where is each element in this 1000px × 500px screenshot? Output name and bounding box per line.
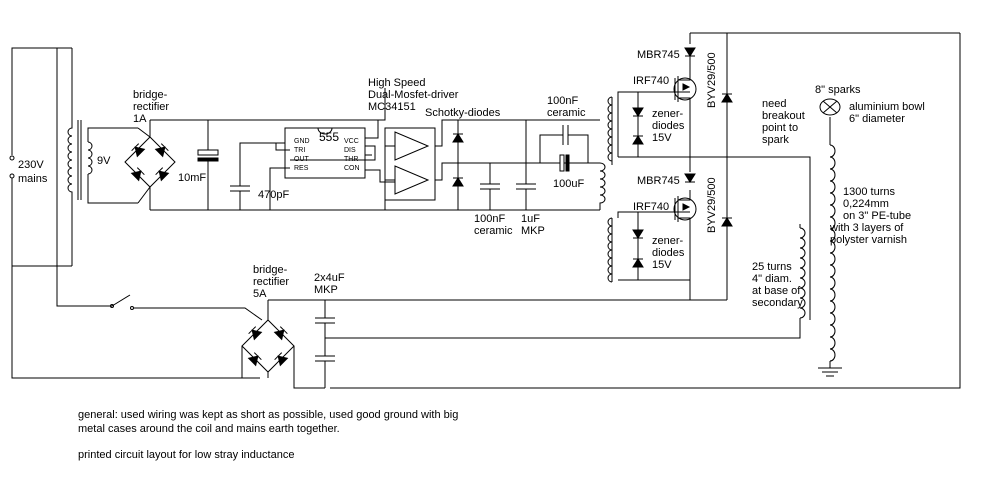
bowl-label-1: aluminium bowl bbox=[849, 101, 925, 113]
tesla-primary-coil bbox=[325, 224, 806, 339]
primary-label-4: secondary bbox=[752, 297, 803, 309]
capacitor-100uf bbox=[540, 154, 600, 172]
bridge1-label-3: 1A bbox=[133, 113, 147, 125]
cap-1uf-label-2: MKP bbox=[521, 225, 545, 237]
primary-label-3: at base of bbox=[752, 285, 801, 297]
caps-2x4uf-label-1: 2x4uF bbox=[314, 272, 345, 284]
timer-555 bbox=[269, 120, 395, 210]
lower-mosfet-stage bbox=[268, 157, 727, 301]
zener-bottom-label-2: diodes bbox=[652, 247, 685, 259]
schottky-diodes bbox=[452, 120, 464, 210]
timer-pin-dis: DIS bbox=[344, 147, 356, 154]
caps-2x4uf-label-2: MKP bbox=[314, 284, 338, 296]
cap-100nf-upper-label-1: 100nF bbox=[547, 95, 578, 107]
zener-bottom-label-1: zener- bbox=[652, 235, 684, 247]
mosfet-driver-mc34151 bbox=[384, 119, 600, 211]
bridge1-label-2: rectifier bbox=[133, 101, 169, 113]
zener-top-label-2: diodes bbox=[652, 120, 685, 132]
driver-label-2: Dual-Mosfet-driver bbox=[368, 89, 459, 101]
bridge2-label-1: bridge- bbox=[253, 264, 288, 276]
byv29-upper bbox=[721, 33, 733, 157]
mains-label-2: mains bbox=[18, 173, 48, 185]
capacitor-1uf bbox=[516, 120, 536, 210]
general-note-line1: general: used wiring was kept as short a… bbox=[78, 409, 459, 421]
secondary-label-1: 1300 turns bbox=[843, 186, 895, 198]
timer-pin-con: CON bbox=[344, 165, 360, 172]
cap-100uf-label: 100uF bbox=[553, 178, 584, 190]
breakout-label-2: breakout bbox=[762, 110, 805, 122]
mains-label-1: 230V bbox=[18, 159, 44, 171]
byv29-lower-label: BYV29/500 bbox=[706, 177, 718, 233]
timer-pin-res: RES bbox=[294, 165, 309, 172]
general-note-line2: metal cases around the coil and mains ea… bbox=[78, 423, 340, 435]
mbr745-bottom-label: MBR745 bbox=[637, 175, 680, 187]
breakout-label-4: spark bbox=[762, 134, 789, 146]
bridge-rectifier-1a bbox=[124, 136, 176, 188]
schottky-label: Schotky-diodes bbox=[425, 107, 501, 119]
zener-bottom-label-3: 15V bbox=[652, 259, 672, 271]
bridge2-label-3: 5A bbox=[253, 288, 267, 300]
secondary-label-4: with 3 layers of bbox=[829, 222, 904, 234]
breakout-label-3: point to bbox=[762, 122, 798, 134]
capacitors-2x4uf bbox=[315, 300, 335, 388]
cap-1uf-label-1: 1uF bbox=[521, 213, 540, 225]
bridge1-label-1: bridge- bbox=[133, 89, 168, 101]
byv29-upper-label: BYV29/500 bbox=[706, 52, 718, 108]
timer-pin-thr: THR bbox=[344, 156, 358, 163]
timer-pin-gnd: GND bbox=[294, 138, 310, 145]
irf740-bottom-label: IRF740 bbox=[633, 201, 669, 213]
primary-label-1: 25 turns bbox=[752, 261, 792, 273]
timer-pin-out: OUT bbox=[294, 156, 310, 163]
mains-transformer bbox=[9, 47, 263, 379]
breakout-label-1: need bbox=[762, 98, 786, 110]
tesla-secondary-coil bbox=[818, 117, 842, 377]
capacitor-10mf bbox=[197, 120, 219, 210]
byv29-lower bbox=[721, 217, 733, 227]
bridge-rectifier-5a bbox=[241, 319, 295, 373]
primary-label-2: 4" diam. bbox=[752, 273, 792, 285]
irf740-top-label: IRF740 bbox=[633, 75, 669, 87]
zener-top-label-1: zener- bbox=[652, 108, 684, 120]
mbr745-top-label: MBR745 bbox=[637, 49, 680, 61]
timer-name: 555 bbox=[319, 130, 339, 144]
cap-10mf-label: 10mF bbox=[178, 172, 206, 184]
timer-pin-tri: TRI bbox=[294, 147, 305, 154]
driver-label-3: MC34151 bbox=[368, 101, 416, 113]
secondary-label-5: polyster varnish bbox=[830, 234, 907, 246]
bridge2-label-2: rectifier bbox=[253, 276, 289, 288]
cap-100nf-lower-label-1: 100nF bbox=[474, 213, 505, 225]
cap-100nf-upper-label-2: ceramic bbox=[547, 107, 586, 119]
top-load-bowl bbox=[819, 98, 841, 116]
pcb-note: printed circuit layout for low stray ind… bbox=[78, 449, 295, 461]
secondary-label-2: 0,224mm bbox=[843, 198, 889, 210]
timer-pin-vcc: VCC bbox=[344, 138, 359, 145]
sparks-label: 8" sparks bbox=[815, 84, 861, 96]
zener-top-label-3: 15V bbox=[652, 132, 672, 144]
transformer-secondary-label: 9V bbox=[97, 155, 111, 167]
gate-drive-transformer bbox=[599, 162, 606, 210]
cap-100nf-lower-label-2: ceramic bbox=[474, 225, 513, 237]
capacitor-100nf-lower bbox=[480, 163, 500, 210]
upper-mosfet-stage bbox=[607, 32, 960, 165]
driver-label-1: High Speed bbox=[368, 77, 426, 89]
bowl-label-2: 6" diameter bbox=[849, 113, 905, 125]
capacitor-100nf-upper bbox=[539, 125, 589, 163]
secondary-label-3: on 3" PE-tube bbox=[843, 210, 911, 222]
capacitor-470pf bbox=[230, 142, 285, 210]
cap-470pf-label: 470pF bbox=[258, 189, 289, 201]
